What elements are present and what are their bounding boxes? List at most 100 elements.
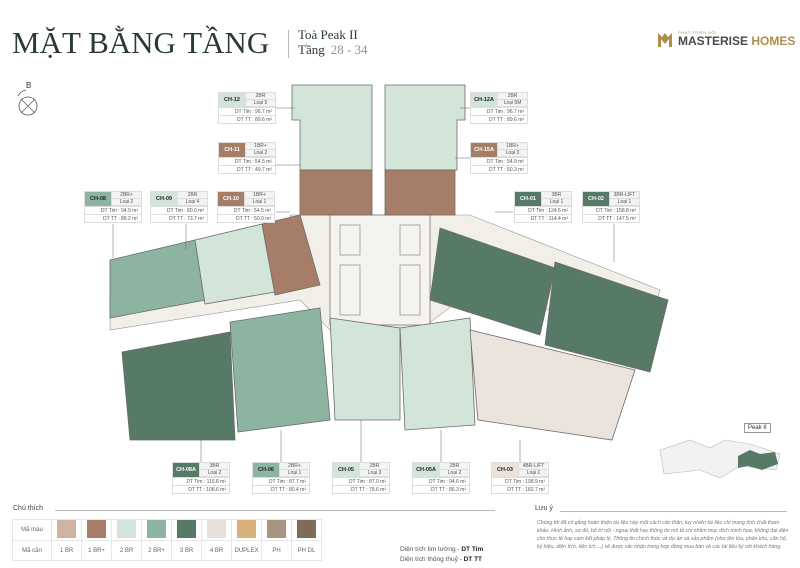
unit-ch-15a[interactable] — [384, 169, 456, 216]
unit-dt-tim: DT Tim : 96.7 m² — [471, 107, 527, 115]
unit-dt-tim: DT Tim : 116.8 m² — [173, 477, 229, 485]
lift-shaft — [339, 224, 361, 256]
dt-tt-value: 49.7 m² — [255, 167, 272, 173]
dt-tt-label: DT TT : — [188, 487, 205, 493]
dt-tt-label: DT TT : — [236, 167, 254, 173]
dt-tt-label: DT TT : — [270, 487, 288, 493]
dt-tt-value: 73.7 m² — [187, 216, 204, 222]
dt-tt-value: 50.0 m² — [254, 216, 271, 222]
unit-code: CH-06 — [253, 463, 279, 477]
dt-tt-value: 78.6 m² — [369, 487, 386, 493]
legend-swatch — [267, 520, 286, 538]
dt-tim-label: DT Tim : — [348, 479, 368, 485]
unit-dt-tt: DT TT : 80.4 m² — [253, 485, 309, 493]
floor-plan: B — [17, 81, 669, 462]
unit-code: CH-12 — [219, 93, 245, 107]
unit-dt-tim: DT Tim : 96.7 m² — [219, 107, 275, 115]
dt-tt-value: 108.6 m² — [206, 487, 226, 493]
dt-tt-label: DT TT : — [168, 216, 186, 222]
unit-ch-06[interactable] — [229, 307, 331, 433]
legend-divider — [55, 510, 495, 511]
unit-dt-tim: DT Tim : 87.7 m² — [253, 477, 309, 485]
area-tt-text: Diện tích thông thuỷ - — [400, 556, 464, 563]
legend-swatch — [297, 520, 316, 538]
logo-text: PHÁT TRIỂN BỞI MASTERISE HOMES — [678, 30, 795, 48]
legend-label: 4 BR — [201, 540, 232, 561]
stair — [339, 264, 361, 316]
logo-brand: MASTERISE HOMES — [678, 35, 795, 48]
dt-tim-label: DT Tim : — [428, 479, 448, 485]
dt-tt-value: 88.2 m² — [121, 216, 138, 222]
unit-ch-05[interactable] — [329, 317, 401, 421]
legend-swatch-cell — [291, 519, 322, 541]
dt-tt-value: 86.3 m² — [449, 487, 466, 493]
legend-swatch — [117, 520, 136, 538]
unit-ch-08a[interactable] — [121, 331, 236, 441]
unit-dt-tt: DT TT : 114.4 m² — [515, 214, 571, 222]
unit-dt-tt: DT TT : 50.3 m² — [471, 165, 527, 173]
dt-tim-label: DT Tim : — [268, 479, 288, 485]
note-divider — [560, 511, 787, 512]
unit-ch-11[interactable] — [299, 169, 373, 216]
unit-ch-10[interactable] — [261, 214, 321, 296]
unit-ch-12a[interactable] — [384, 84, 466, 171]
dt-tt-label: DT TT : — [598, 216, 615, 222]
area-tt-def: Diện tích thông thuỷ - DT TT — [400, 555, 483, 565]
disclaimer-note: Chúng tôi đã cố gắng hoàn thiện tài liệu… — [537, 520, 789, 550]
unit-type: 2BR — [245, 93, 275, 100]
area-tim-abbr: DT Tim — [461, 546, 484, 553]
unit-ch-02[interactable] — [544, 261, 669, 373]
dt-tt-value: 114.4 m² — [548, 216, 568, 222]
dt-tim-value: 124.6 m² — [548, 208, 568, 214]
unit-ch-12[interactable] — [291, 84, 373, 171]
unit-ch-05a[interactable] — [399, 317, 476, 431]
unit-code: CH-12A — [471, 93, 497, 107]
unit-type: 1BR+ — [244, 192, 274, 199]
dt-tim-value: 158.8 m² — [616, 208, 636, 214]
unit-ch-09[interactable] — [194, 223, 276, 305]
area-tt-abbr: DT TT — [463, 556, 483, 563]
dt-tim-value: 94.6 m² — [449, 479, 466, 485]
unit-dt-tt: DT TT : 86.3 m² — [413, 485, 469, 493]
legend-label: PH — [261, 540, 292, 561]
unit-layout: Loại 1 — [518, 470, 548, 477]
unit-dt-tt: DT TT : 89.6 m² — [471, 115, 527, 123]
stair — [399, 264, 421, 316]
dt-tim-value: 116.8 m² — [206, 479, 226, 485]
dt-tim-label: DT Tim : — [486, 109, 506, 115]
legend-label: 2 BR+ — [141, 540, 172, 561]
legend-swatch-cell — [231, 519, 262, 541]
unit-dt-tt: DT TT : 108.6 m² — [173, 485, 229, 493]
unit-layout: Loại 2 — [439, 470, 469, 477]
unit-dt-tim: DT Tim : 198.9 m² — [492, 477, 548, 485]
unit-layout: Loại 5M — [497, 100, 527, 107]
dt-tim-value: 96.7 m² — [255, 109, 272, 115]
unit-type: 2BR+ — [111, 192, 141, 199]
unit-code: CH-02 — [583, 192, 609, 206]
dt-tim-label: DT Tim : — [505, 479, 524, 485]
unit-layout: Loại 2 — [199, 470, 229, 477]
dt-tim-label: DT Tim : — [234, 159, 254, 165]
dt-tim-label: DT Tim : — [100, 208, 120, 214]
leader-lines — [112, 107, 615, 462]
unit-ch-01[interactable] — [429, 227, 556, 336]
unit-dt-tim: DT Tim : 54.5 m² — [219, 157, 275, 165]
code-row-label: Mã căn — [12, 540, 52, 561]
masterise-logo: PHÁT TRIỂN BỞI MASTERISE HOMES — [656, 30, 795, 48]
unit-ch-03[interactable] — [469, 329, 636, 441]
